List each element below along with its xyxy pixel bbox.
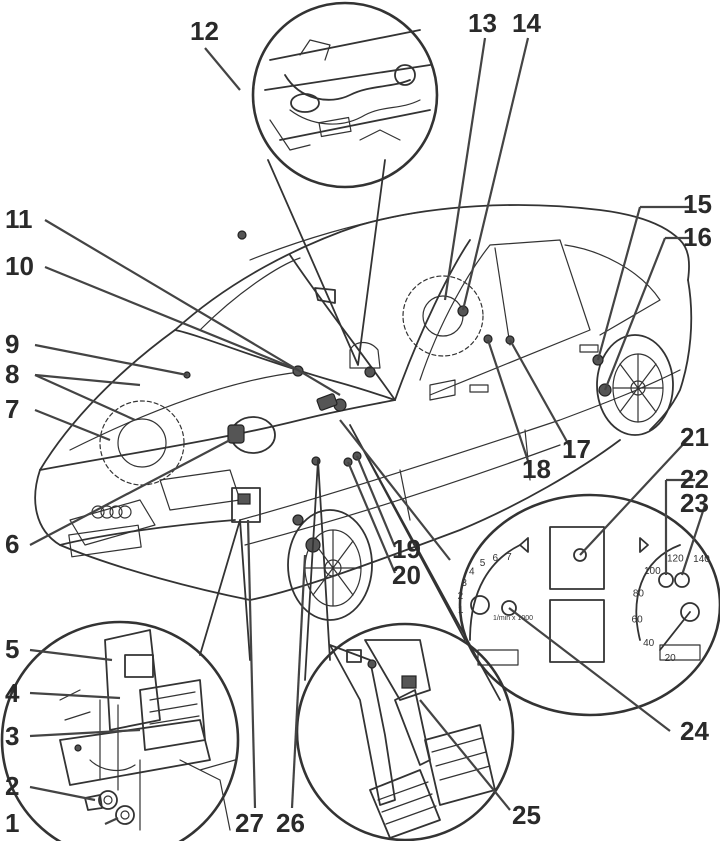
tachometer-hub — [470, 595, 490, 615]
tachometer-mark: 7 — [506, 552, 512, 563]
callout-4: 4 — [5, 678, 20, 708]
callout-10: 10 — [5, 251, 34, 281]
speedometer-mark: 60 — [632, 615, 644, 626]
speedometer-hub — [680, 602, 700, 622]
callout-1: 1 — [5, 808, 19, 838]
callout-7: 7 — [5, 394, 19, 424]
callout-13: 13 — [468, 8, 497, 38]
callout-17: 17 — [562, 434, 591, 464]
callout-11: 11 — [5, 204, 33, 234]
tachometer-unit: 1/min x 1000 — [493, 615, 533, 622]
speedometer-mark: 100 — [644, 566, 661, 577]
speedometer-needle — [659, 611, 691, 651]
front-sensor-ring-icon — [117, 418, 167, 468]
callout-25: 25 — [512, 800, 541, 830]
tachometer-mark: 4 — [469, 567, 475, 578]
speedometer-lamp-a-icon — [658, 572, 674, 588]
tachometer-mark: 5 — [480, 558, 486, 569]
tachometer-lamp-icon — [501, 600, 517, 616]
callout-24: 24 — [680, 716, 709, 746]
callout-9: 9 — [5, 329, 19, 359]
speedometer-mark: 20 — [665, 653, 677, 664]
tachometer-mark: 6 — [493, 553, 499, 564]
callout-6: 6 — [5, 529, 19, 559]
tachometer-mark: 3 — [461, 578, 467, 589]
tachometer-arc — [469, 544, 521, 641]
front-wheel — [287, 509, 373, 621]
callout-8: 8 — [5, 359, 19, 389]
magnifier-roof-module — [251, 1, 439, 366]
speedometer-mark: 40 — [643, 638, 655, 649]
speedometer-scale: 20 40 60 80 100 120 140 — [632, 554, 711, 664]
magnifier-switch-module — [0, 519, 251, 841]
callout-5: 5 — [5, 634, 19, 664]
speedometer-mark: 120 — [667, 554, 684, 565]
cluster-warning-lamp-icon — [573, 548, 587, 562]
callout-3: 3 — [5, 721, 19, 751]
leader-lines — [29, 37, 707, 825]
door-speaker-area — [402, 275, 484, 357]
callout-12: 12 — [190, 16, 219, 46]
callout-23: 23 — [680, 488, 709, 518]
tachometer-mark: 1 — [458, 605, 464, 616]
callout-18: 18 — [522, 454, 551, 484]
callout-21: 21 — [680, 422, 709, 452]
front-speaker-area — [99, 400, 185, 486]
callout-19: 19 — [392, 534, 421, 564]
speedometer-mark: 140 — [693, 554, 710, 565]
left-turn-arrow-icon — [519, 537, 529, 553]
speedometer-arc — [635, 544, 681, 641]
grille-emblem-icon — [91, 505, 132, 519]
callout-16: 16 — [683, 222, 712, 252]
callout-2: 2 — [5, 771, 19, 801]
callout-26: 26 — [276, 808, 305, 838]
tachometer-mark: 2 — [458, 591, 464, 602]
magnifier-pedal-cluster — [295, 459, 515, 841]
speedometer-lamp-b-icon — [674, 572, 690, 588]
callout-14: 14 — [512, 8, 541, 38]
cluster-right-lamp — [659, 644, 701, 661]
cluster-upper-display — [549, 526, 605, 590]
callout-22: 22 — [680, 464, 709, 494]
callout-20: 20 — [392, 560, 421, 590]
right-turn-arrow-icon — [639, 537, 649, 553]
callout-labels: 1 2 3 4 5 6 7 8 9 10 11 12 13 14 15 16 1… — [5, 8, 712, 838]
callout-15: 15 — [683, 189, 712, 219]
speedometer-mark: 80 — [633, 588, 645, 599]
cluster-lower-display — [549, 599, 605, 663]
cluster-left-lamp — [477, 649, 519, 666]
callout-27: 27 — [235, 808, 264, 838]
rear-wheel — [596, 334, 674, 436]
